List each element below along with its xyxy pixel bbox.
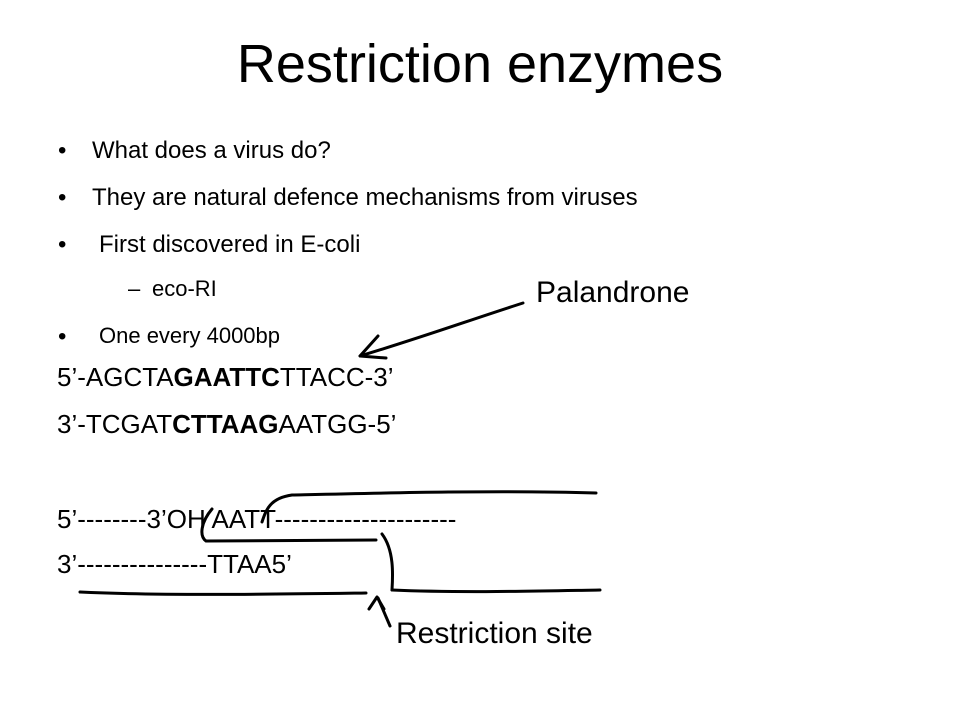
bullet-marker: • xyxy=(58,184,67,211)
bullet-defence: They are natural defence mechanisms from… xyxy=(92,184,638,211)
recognition-site-top: GAATTC xyxy=(173,362,280,392)
restriction-site-arrow-head xyxy=(367,595,386,611)
sub-bullet-ecori: eco-RI xyxy=(152,276,217,301)
palindrome-arrow-head xyxy=(358,334,388,360)
bullet-marker: • xyxy=(58,137,67,164)
bullet-marker: • xyxy=(58,323,67,350)
cut-bottom-line-left xyxy=(78,590,368,596)
cut-bracket-mid xyxy=(380,532,395,592)
sequence-top-strand: 5’-AGCTAGAATTCTTACC-3’ xyxy=(57,362,394,392)
recognition-site-bottom: CTTAAG xyxy=(172,409,279,439)
cut-bottom-line-right xyxy=(390,588,602,594)
annotation-restriction-site: Restriction site xyxy=(396,617,593,650)
palindrome-arrow-line xyxy=(358,301,525,358)
cut-top-strand: 5’--------3’OH AATT--------------------- xyxy=(57,504,457,534)
sequence-bottom-strand: 3’-TCGATCTTAAGAATGG-5’ xyxy=(57,409,397,439)
sub-bullet-dash: – xyxy=(128,276,141,301)
annotation-palindrome: Palandrone xyxy=(536,276,690,309)
bullet-4000bp: One every 4000bp xyxy=(99,323,281,348)
bullet-virus-question: What does a virus do? xyxy=(92,137,331,164)
cut-bottom-strand: 3’---------------TTAA5’ xyxy=(57,549,292,579)
slide-title: Restriction enzymes xyxy=(236,34,724,94)
restriction-site-arrow xyxy=(376,596,392,628)
bullet-ecoli: First discovered in E-coli xyxy=(99,231,361,258)
bullet-marker: • xyxy=(58,231,67,258)
